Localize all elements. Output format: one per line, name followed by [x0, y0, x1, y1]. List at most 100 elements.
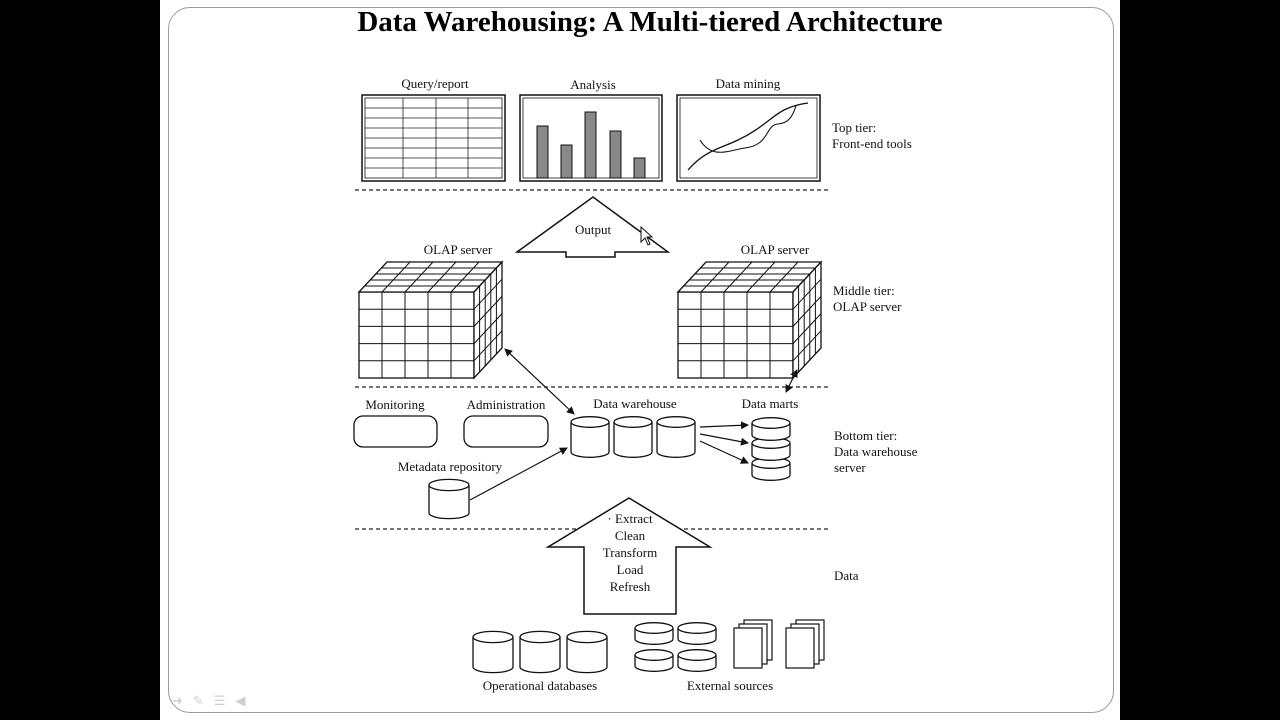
- menu-icon[interactable]: ☰: [213, 694, 226, 709]
- cube-grid-line: [404, 261, 434, 293]
- cube-front-face: [358, 291, 475, 379]
- analysis-label: Analysis: [570, 77, 616, 92]
- cube-grid-line: [792, 296, 822, 327]
- slide-frame: [168, 7, 1114, 713]
- metadata-repository-label: Metadata repository: [398, 459, 503, 474]
- warehouse-database-icon: [570, 416, 610, 458]
- external-database-icon: [677, 622, 717, 645]
- etl-load-label: Load: [617, 562, 644, 577]
- data-warehouse-databases: [570, 416, 696, 458]
- document-stack-icon: [733, 619, 773, 669]
- cube-grid-line: [700, 261, 730, 293]
- etl-clean-label: Clean: [615, 528, 646, 543]
- data-tier-label: Data: [834, 568, 859, 583]
- administration-box: [463, 415, 549, 448]
- query-report-panel: [361, 94, 506, 182]
- etl-refresh-label: Refresh: [610, 579, 651, 594]
- middle-tier-desc: OLAP server: [833, 299, 902, 314]
- document-stack-icon: [785, 619, 825, 669]
- warehouse-to-mart-arrow-1: [699, 421, 749, 430]
- query-report-label: Query/report: [401, 76, 469, 91]
- external-source-documents: [733, 619, 825, 669]
- cube-grid-line: [792, 278, 822, 310]
- operational-databases: [472, 630, 608, 674]
- external-source-databases: [634, 622, 717, 672]
- olap-server-right-label: OLAP server: [741, 242, 810, 257]
- monitoring-box: [353, 415, 438, 448]
- data-mart-database-icon: [751, 417, 791, 441]
- data-mining-panel: [676, 94, 821, 182]
- mining-curve-2: [699, 105, 797, 153]
- output-label: Output: [575, 222, 612, 237]
- data-warehouse-label: Data warehouse: [593, 396, 677, 411]
- mouse-cursor-icon: [640, 226, 654, 246]
- top-tier-label: Top tier:: [832, 120, 876, 135]
- metadata-database-icon: [428, 478, 470, 520]
- slide-title: Data Warehousing: A Multi-tiered Archite…: [357, 6, 943, 38]
- cube-grid-line: [769, 261, 799, 293]
- cube-grid-line: [723, 261, 753, 293]
- analysis-bar-4: [609, 130, 622, 179]
- pen-icon[interactable]: ✎: [192, 694, 204, 709]
- data-marts-stack: [751, 417, 791, 481]
- operational-databases-label: Operational databases: [483, 678, 597, 693]
- cube-side-face: [473, 260, 503, 380]
- olap-cube-left: [357, 260, 504, 380]
- cube-grid-line: [473, 313, 503, 344]
- data-mining-label: Data mining: [716, 76, 781, 91]
- operational-database-icon: [519, 630, 561, 674]
- cube-grid-line: [792, 313, 822, 344]
- top-tier-desc: Front-end tools: [832, 136, 912, 151]
- olap-cube-right: [676, 260, 823, 380]
- cube-grid-line: [792, 330, 822, 362]
- presentation-toolbar: ➜ ✎ ☰ ◀: [172, 694, 245, 709]
- monitoring-label: Monitoring: [365, 397, 425, 412]
- olap-right-to-marts-arrow: [785, 369, 798, 393]
- bottom-tier-label: Bottom tier:: [834, 428, 897, 443]
- mining-curve-1: [687, 102, 809, 171]
- warehouse-database-icon: [656, 416, 696, 458]
- arrow-icon[interactable]: ➜: [172, 694, 183, 709]
- analysis-bar-2: [560, 144, 573, 179]
- analysis-bar-1: [536, 125, 549, 179]
- operational-database-icon: [472, 630, 514, 674]
- analysis-panel: [519, 94, 663, 182]
- bottom-tier-desc-2: server: [834, 460, 866, 475]
- olap-left-to-warehouse-arrow: [504, 348, 575, 415]
- administration-label: Administration: [467, 397, 546, 412]
- cube-grid-line: [381, 261, 411, 293]
- data-mart-database-icon: [751, 457, 791, 481]
- data-marts-label: Data marts: [742, 396, 799, 411]
- etl-extract-label: · Extract: [607, 511, 653, 526]
- external-database-icon: [634, 649, 674, 672]
- warehouse-to-mart-arrow-2: [699, 433, 749, 446]
- etl-arrow: · Extract Clean Transform Load Refresh: [545, 497, 713, 615]
- analysis-bar-3: [584, 111, 597, 179]
- middle-tier-label: Middle tier:: [833, 283, 895, 298]
- external-sources-label: External sources: [687, 678, 773, 693]
- output-arrow: Output: [514, 196, 671, 258]
- cube-grid-line: [450, 261, 480, 293]
- cube-side-face: [792, 260, 822, 380]
- cube-grid-line: [473, 278, 503, 310]
- metadata-repository-db: [428, 478, 470, 520]
- cube-grid-line: [473, 330, 503, 362]
- bottom-tier-desc-1: Data warehouse: [834, 444, 918, 459]
- analysis-bar-5: [633, 157, 646, 179]
- warehouse-to-mart-arrow-3: [699, 440, 749, 464]
- cube-front-face: [677, 291, 794, 379]
- operational-database-icon: [566, 630, 608, 674]
- cube-grid-line: [746, 261, 776, 293]
- metadata-to-warehouse-arrow: [469, 447, 568, 501]
- report-table-grid: [365, 98, 502, 178]
- etl-transform-label: Transform: [603, 545, 657, 560]
- cube-grid-line: [427, 261, 457, 293]
- olap-server-left-label: OLAP server: [424, 242, 493, 257]
- speaker-icon[interactable]: ◀: [235, 694, 246, 709]
- warehouse-database-icon: [613, 416, 653, 458]
- cube-grid-line: [473, 296, 503, 327]
- data-mart-database-icon: [751, 437, 791, 461]
- external-database-icon: [634, 622, 674, 645]
- external-database-icon: [677, 649, 717, 672]
